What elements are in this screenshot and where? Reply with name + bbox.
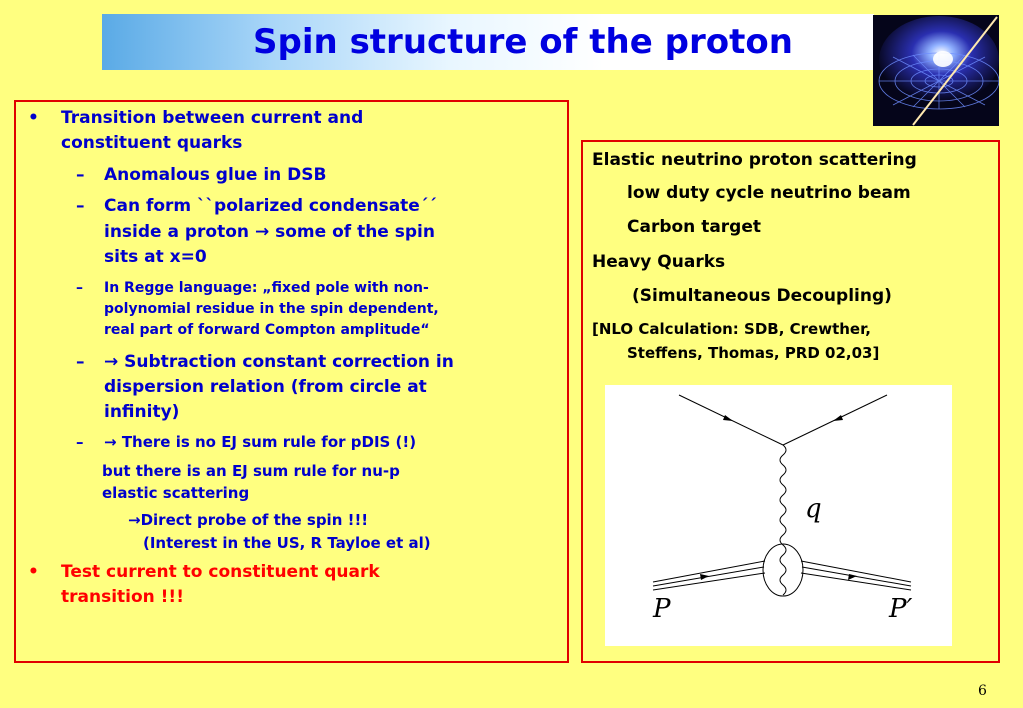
proton-in-line bbox=[652, 572, 766, 591]
right-line5: (Simultaneous Decoupling) bbox=[632, 286, 892, 306]
p-prime-label: P′ bbox=[888, 594, 912, 624]
arrow-head bbox=[848, 574, 857, 580]
arrow-head bbox=[700, 574, 709, 580]
bullet2-line1: Test current to constituent quark bbox=[61, 562, 380, 582]
right-line3: Carbon target bbox=[627, 217, 762, 237]
proton-out-line bbox=[800, 572, 912, 591]
spin-galaxy-logo bbox=[873, 15, 999, 126]
feynman-diagram: q P P′ bbox=[605, 385, 952, 646]
slide-title: Spin structure of the proton bbox=[253, 22, 793, 62]
q-label: q bbox=[805, 494, 822, 524]
sub6-line2: (Interest in the US, R Tayloe et al) bbox=[143, 534, 431, 552]
dash: – bbox=[76, 433, 84, 451]
arrow-head bbox=[723, 415, 733, 421]
right-line7: Steffens, Thomas, PRD 02,03] bbox=[627, 344, 880, 362]
proton-in-line bbox=[652, 566, 765, 587]
sub5-line2: but there is an EJ sum rule for nu-p bbox=[102, 462, 400, 480]
sub6-line1: →Direct probe of the spin !!! bbox=[128, 511, 368, 529]
bullet: • bbox=[28, 562, 39, 582]
right-panel bbox=[581, 140, 1000, 663]
sub3-line3: real part of forward Compton amplitude“ bbox=[104, 322, 430, 338]
arrow-right-icon: → bbox=[104, 352, 119, 372]
sub2-line1: Can form ``polarized condensate´´ bbox=[104, 196, 437, 216]
feynman-diagram-svg: q P P′ bbox=[652, 394, 912, 624]
sub2-line2-text: inside a proton bbox=[104, 222, 250, 242]
dash: – bbox=[76, 352, 85, 372]
sub4-line1-text: Subtraction constant correction in bbox=[124, 352, 454, 372]
sub1-line1: Anomalous glue in DSB bbox=[104, 165, 327, 185]
sub5-line3: elastic scattering bbox=[102, 484, 250, 502]
dash: – bbox=[76, 165, 85, 185]
right-line4: Heavy Quarks bbox=[592, 252, 726, 272]
sub2-line2: inside a proton → some of the spin bbox=[104, 222, 435, 242]
arrow-right-icon: → bbox=[104, 433, 117, 451]
sub6-line1-text: Direct probe of the spin !!! bbox=[140, 511, 369, 529]
sub3-line1: In Regge language: „fixed pole with non- bbox=[104, 280, 429, 296]
bullet: • bbox=[28, 108, 39, 128]
right-line2: low duty cycle neutrino beam bbox=[627, 183, 911, 203]
proton-out-line bbox=[800, 560, 912, 583]
bullet1-line1: Transition between current and bbox=[61, 108, 364, 128]
bullet1-line2: constituent quarks bbox=[61, 133, 243, 153]
bullet2-line2: transition !!! bbox=[61, 587, 184, 607]
sub2-line3: sits at x=0 bbox=[104, 247, 207, 267]
proton-in-line bbox=[652, 560, 766, 583]
sub5-line1-text: There is no EJ sum rule for pDIS (!) bbox=[121, 433, 417, 451]
right-line1: Elastic neutrino proton scattering bbox=[592, 150, 917, 170]
p-label: P bbox=[652, 594, 671, 624]
proton-out-line bbox=[801, 566, 912, 587]
title-bar: Spin structure of the proton bbox=[102, 14, 874, 70]
sub4-line3: infinity) bbox=[104, 402, 180, 422]
sub4-line2: dispersion relation (from circle at bbox=[104, 377, 427, 397]
sub2-line2-tail: some of the spin bbox=[275, 222, 435, 242]
page-number: 6 bbox=[978, 683, 987, 699]
proton-vertex-blob bbox=[762, 543, 804, 597]
boson-propagator bbox=[779, 444, 787, 596]
arrow-right-icon: → bbox=[254, 222, 270, 242]
sub3-line2: polynomial residue in the spin dependent… bbox=[104, 301, 439, 317]
arrow-right-icon: → bbox=[128, 511, 141, 529]
dash: – bbox=[76, 196, 85, 216]
left-panel bbox=[14, 100, 569, 663]
arrow-head bbox=[833, 415, 843, 421]
sub5-line1: → There is no EJ sum rule for pDIS (!) bbox=[104, 433, 416, 451]
dash: – bbox=[76, 280, 83, 296]
right-line6: [NLO Calculation: SDB, Crewther, bbox=[592, 320, 871, 338]
sub4-line1: → Subtraction constant correction in bbox=[104, 352, 454, 372]
